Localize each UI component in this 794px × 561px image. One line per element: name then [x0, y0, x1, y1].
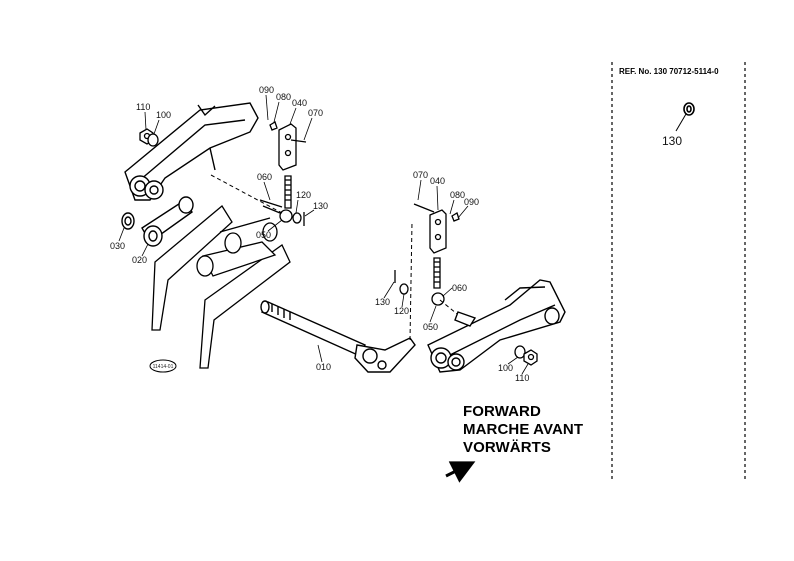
- washer-030: [121, 212, 135, 230]
- left-leveling-rod: [259, 121, 307, 226]
- left-mounting-plate: [151, 205, 291, 369]
- detail-part-130-icon: [683, 102, 695, 116]
- detail-part-130-label: 130: [662, 134, 682, 148]
- label-130-left: 130: [313, 201, 328, 211]
- label-040-left: 040: [292, 98, 307, 108]
- label-120-left: 120: [296, 190, 311, 200]
- label-050-left: 050: [256, 230, 271, 240]
- badge-label: 11414-01: [153, 364, 174, 370]
- label-060-left: 060: [257, 172, 272, 182]
- label-120-right: 120: [394, 306, 409, 316]
- label-010: 010: [316, 362, 331, 372]
- label-080-left: 080: [276, 92, 291, 102]
- cross-shaft-010: [260, 300, 416, 373]
- right-washer-100: [514, 345, 526, 359]
- label-070-right: 070: [413, 170, 428, 180]
- direction-german: VORWÄRTS: [463, 439, 552, 456]
- detail-part-130-leader: [675, 113, 687, 132]
- label-100-left: 100: [156, 110, 171, 120]
- right-lower-link-arm: [427, 279, 566, 373]
- right-nut-110: [523, 349, 538, 366]
- reference-number: REF. No. 130 70712-5114-0: [619, 67, 719, 76]
- label-070-left: 070: [308, 108, 323, 118]
- label-080-right: 080: [450, 190, 465, 200]
- left-lower-link-arm: [124, 102, 259, 201]
- label-090-left: 090: [259, 85, 274, 95]
- right-leveling-rod: [394, 203, 460, 306]
- label-030: 030: [110, 241, 125, 251]
- right-leader-dashed: [409, 221, 413, 341]
- label-100-right: 100: [498, 363, 513, 373]
- direction-english: FORWARD: [463, 403, 541, 420]
- label-050-right: 050: [423, 322, 438, 332]
- left-washer-100: [147, 133, 159, 147]
- direction-french: MARCHE AVANT: [463, 421, 584, 438]
- label-130-right: 130: [375, 297, 390, 307]
- diagram-badge: 11414-01: [149, 359, 177, 373]
- part-leader-lines: [118, 94, 529, 375]
- label-110-left: 110: [136, 102, 150, 112]
- label-060-right: 060: [452, 283, 467, 293]
- label-040-right: 040: [430, 176, 445, 186]
- bushing-020: [141, 196, 194, 247]
- label-110-right: 110: [515, 373, 529, 383]
- forward-arrow: [445, 461, 476, 483]
- label-020: 020: [132, 255, 147, 265]
- label-090-right: 090: [464, 197, 479, 207]
